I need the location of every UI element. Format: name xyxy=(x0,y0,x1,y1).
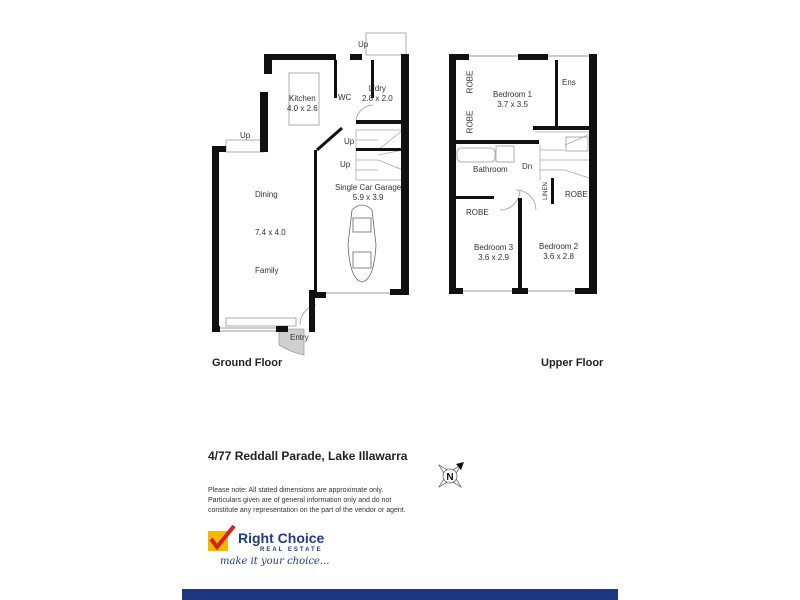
room-dining: Dining xyxy=(255,190,278,199)
robe-label: ROBE xyxy=(465,70,475,94)
room-ensuite: Ens xyxy=(562,78,576,87)
disclaimer-line: Particulars given are of general informa… xyxy=(208,497,392,504)
room-dims: 3.6 x 2.9 xyxy=(478,253,509,262)
property-address: 4/77 Reddall Parade, Lake Illawarra xyxy=(208,449,408,463)
room-laundry: L'dry 2.8 x 2.0 xyxy=(362,84,393,104)
room-dims: 7.4 x 4.0 xyxy=(255,228,286,237)
compass-north-icon: N xyxy=(438,462,464,488)
agency-subtitle: REAL ESTATE xyxy=(260,547,323,553)
upper-floor-title: Upper Floor xyxy=(541,357,604,369)
room-dims: 3.7 x 3.5 xyxy=(497,100,528,109)
room-dims: 4.0 x 2.6 xyxy=(287,104,318,113)
room-bedroom-3: Bedroom 3 3.6 x 2.9 xyxy=(474,243,513,263)
room-dims: 5.9 x 3.9 xyxy=(352,193,384,202)
linen-label: LINEN xyxy=(542,182,549,200)
disclaimer-line: Please note: All stated dimensions are a… xyxy=(208,487,384,494)
stair-label: Up xyxy=(340,160,351,169)
room-entry: Entry xyxy=(290,333,309,342)
room-family: Family xyxy=(255,266,279,275)
ground-floor-title: Ground Floor xyxy=(212,357,283,369)
stair-label: Up xyxy=(344,137,355,146)
room-bathroom: Bathroom xyxy=(473,165,508,174)
room-dims: 3.6 x 2.8 xyxy=(543,252,574,261)
room-bedroom-2: Bedroom 2 3.6 x 2.8 xyxy=(539,242,578,262)
robe-label: ROBE xyxy=(465,110,475,134)
stair-label: Up xyxy=(240,131,251,140)
room-bedroom-1: Bedroom 1 3.7 x 3.5 xyxy=(493,90,532,110)
room-name: Bedroom 2 xyxy=(539,242,579,251)
disclaimer-line: constitute any representation on the par… xyxy=(208,507,406,514)
room-kitchen: Kitchen 4.0 x 2.6 xyxy=(287,94,318,114)
agency-name: Right Choice xyxy=(238,530,325,546)
robe-label: ROBE xyxy=(466,208,489,217)
stair-label: Up xyxy=(358,40,369,49)
room-garage: Single Car Garage 5.9 x 3.9 xyxy=(335,183,401,203)
svg-text:N: N xyxy=(446,472,453,483)
room-name: Single Car Garage xyxy=(335,183,402,192)
footer-bar xyxy=(182,589,618,600)
robe-label: ROBE xyxy=(565,190,588,199)
agency-logo: Right Choice REAL ESTATE make it your ch… xyxy=(208,525,348,575)
room-dims: 2.8 x 2.0 xyxy=(362,94,393,103)
room-name: Kitchen xyxy=(289,94,316,103)
room-wc: WC xyxy=(338,93,352,102)
room-name: L'dry xyxy=(368,84,386,93)
stair-down-label: Dn xyxy=(522,162,533,171)
room-name: Bedroom 1 xyxy=(493,90,533,99)
room-name: Bedroom 3 xyxy=(474,243,514,252)
agency-tagline: make it your choice... xyxy=(220,556,330,567)
disclaimer: Please note: All stated dimensions are a… xyxy=(208,486,408,516)
checkmark-logo-icon xyxy=(208,525,236,551)
